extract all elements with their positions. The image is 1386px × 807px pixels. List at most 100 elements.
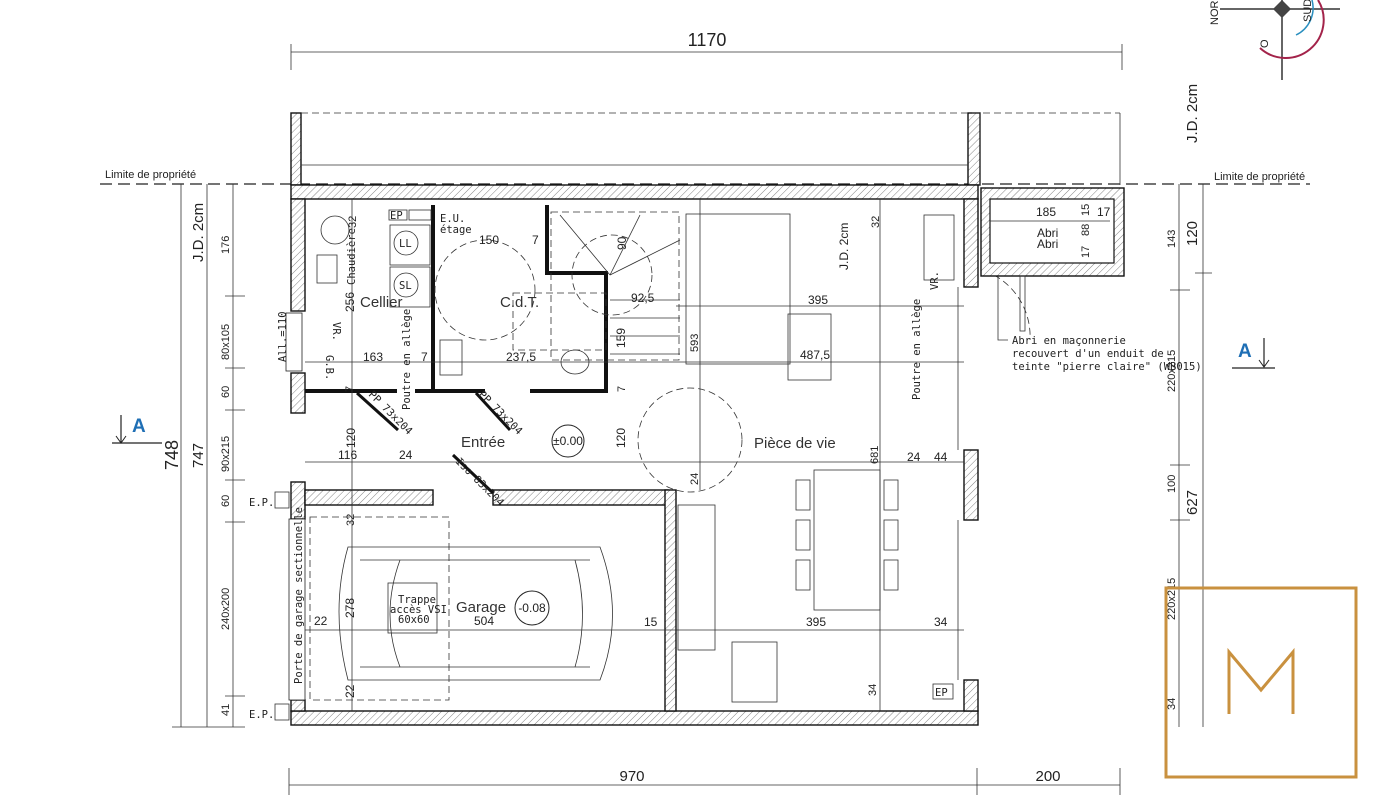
property-label-right: Limite de propriété bbox=[1214, 171, 1305, 183]
access-hatch bbox=[387, 582, 438, 634]
dim-text: 17 bbox=[1080, 246, 1092, 258]
car-outline bbox=[338, 546, 613, 681]
room-cellier: Cellier bbox=[360, 294, 403, 311]
boiler-icon bbox=[320, 215, 350, 245]
annotation: LL bbox=[399, 238, 412, 250]
compass-west: O bbox=[1259, 39, 1271, 48]
dim-right-total: 627 bbox=[1184, 490, 1201, 515]
dim-text: 7 bbox=[421, 350, 428, 364]
dim-text: 24 bbox=[689, 473, 701, 485]
annotation: E.P. bbox=[249, 709, 274, 721]
annotation: G.B. bbox=[323, 355, 335, 380]
top-dimension: 1170 bbox=[290, 30, 1123, 70]
level-entree: ±0.00 bbox=[553, 434, 583, 448]
dim-text: 395 bbox=[806, 615, 826, 629]
section-marker-right: A bbox=[1232, 338, 1275, 369]
dim-segment: 100 bbox=[1166, 475, 1178, 493]
annotation: VR. bbox=[330, 322, 342, 341]
fridge-icon bbox=[731, 641, 778, 703]
section-label: A bbox=[132, 416, 146, 437]
property-label-left: Limite de propriété bbox=[105, 169, 196, 181]
furniture bbox=[309, 209, 955, 703]
interior-walls bbox=[304, 205, 677, 712]
washing-machine-icon bbox=[393, 230, 419, 256]
room-abri: Abri bbox=[1037, 226, 1058, 240]
dim-text: 395 bbox=[808, 293, 828, 307]
annotation: Abri en maçonnerie bbox=[1012, 335, 1126, 347]
bottom-dimension: 970 200 bbox=[288, 768, 1121, 795]
annotation: Chaudière bbox=[346, 228, 358, 285]
dim-text: 24 bbox=[399, 448, 413, 462]
dim-segment: 60 bbox=[220, 495, 232, 507]
room-cdt: C.d.T. bbox=[500, 294, 539, 311]
exterior-walls bbox=[290, 184, 979, 726]
dim-text: 116 bbox=[338, 448, 357, 462]
dim-total-depth: 748 bbox=[162, 440, 182, 470]
dim-text: 92,5 bbox=[631, 291, 655, 305]
dim-text: 120 bbox=[344, 428, 358, 448]
dim-text: 681 bbox=[869, 446, 881, 464]
dim-joint-right: J.D. 2cm bbox=[1184, 84, 1201, 143]
dim-segment: 90x215 bbox=[220, 436, 232, 472]
dim-text: 120 bbox=[614, 428, 628, 448]
door-swings bbox=[355, 239, 1031, 495]
dim-text: 163 bbox=[363, 350, 383, 364]
dim-text: 278 bbox=[343, 598, 357, 618]
dim-text: J.D. 2cm bbox=[837, 223, 851, 270]
dim-text: 7 bbox=[532, 233, 539, 247]
dim-text: 32 bbox=[347, 216, 359, 228]
dim-text: 34 bbox=[934, 615, 948, 629]
level-garage: -0.08 bbox=[518, 601, 546, 615]
dim-abri-width: 200 bbox=[1035, 768, 1060, 785]
room-abri-2: Abri bbox=[1037, 237, 1058, 251]
dim-segment: 41 bbox=[220, 704, 232, 716]
section-marker-left: A bbox=[112, 415, 162, 444]
annotation: Iso 83x204 bbox=[453, 456, 506, 509]
annotation: 60x60 bbox=[398, 614, 430, 626]
dim-segment: 220x215 bbox=[1166, 578, 1178, 620]
dim-segment: 176 bbox=[220, 236, 232, 254]
annotation: accès VSI bbox=[390, 604, 447, 616]
dryer-icon bbox=[393, 272, 419, 298]
logo-m-icon bbox=[1227, 647, 1295, 714]
annotation: PP 73x204 bbox=[476, 389, 525, 438]
dim-segment: 60 bbox=[220, 386, 232, 398]
dim-segment: 240x200 bbox=[220, 588, 232, 630]
compass: NORD SUD O bbox=[1209, 0, 1340, 80]
dim-text: 88 bbox=[1080, 224, 1092, 236]
annotation: Porte de garage sectionnelle bbox=[293, 507, 305, 684]
dim-segment: 220x215 bbox=[1166, 350, 1178, 392]
annotation: VR. bbox=[929, 271, 941, 290]
room-piece-de-vie: Pièce de vie bbox=[754, 435, 836, 452]
washbasin-icon bbox=[439, 339, 463, 376]
dim-text: 237,5 bbox=[506, 350, 536, 364]
neighbour-structure bbox=[290, 112, 1121, 186]
dim-text: 17 bbox=[1097, 205, 1111, 219]
annotation: All.=110 bbox=[277, 311, 289, 362]
section-label: A bbox=[1238, 341, 1252, 362]
sink-icon bbox=[316, 254, 338, 284]
wheelchair-turning-circle bbox=[637, 387, 743, 493]
dim-text: 487,5 bbox=[800, 348, 830, 362]
dim-text: 159 bbox=[614, 328, 628, 348]
compass-south: SUD bbox=[1302, 0, 1314, 22]
dim-segment: 34 bbox=[1166, 698, 1178, 710]
kitchen-counter-icon bbox=[677, 504, 716, 651]
annotation: Poutre en allège bbox=[911, 299, 923, 400]
interior-dimensions: 150 7 90 92,5 395 487,5 159 237,5 163 7 … bbox=[314, 204, 1111, 698]
dim-house-width: 970 bbox=[619, 768, 644, 785]
compass-north: NORD bbox=[1209, 0, 1221, 25]
room-garage: Garage bbox=[456, 599, 506, 616]
annotation: EP bbox=[935, 687, 948, 699]
room-entree: Entrée bbox=[461, 434, 505, 451]
staircase bbox=[550, 211, 681, 361]
annotation: E.U. bbox=[440, 213, 465, 225]
dim-text: 7 bbox=[344, 386, 356, 392]
dim-total-width: 1170 bbox=[688, 30, 727, 50]
annotations: E.U. étage EP LL SL Chaudière VR. G.B. P… bbox=[249, 210, 1202, 721]
dim-text: 256 bbox=[343, 292, 357, 312]
dim-segment: 143 bbox=[1166, 230, 1178, 248]
agency-logo bbox=[1164, 586, 1358, 779]
left-dimensions: 748 747 J.D. 2cm 176 80x105 60 90x215 60… bbox=[162, 184, 245, 728]
